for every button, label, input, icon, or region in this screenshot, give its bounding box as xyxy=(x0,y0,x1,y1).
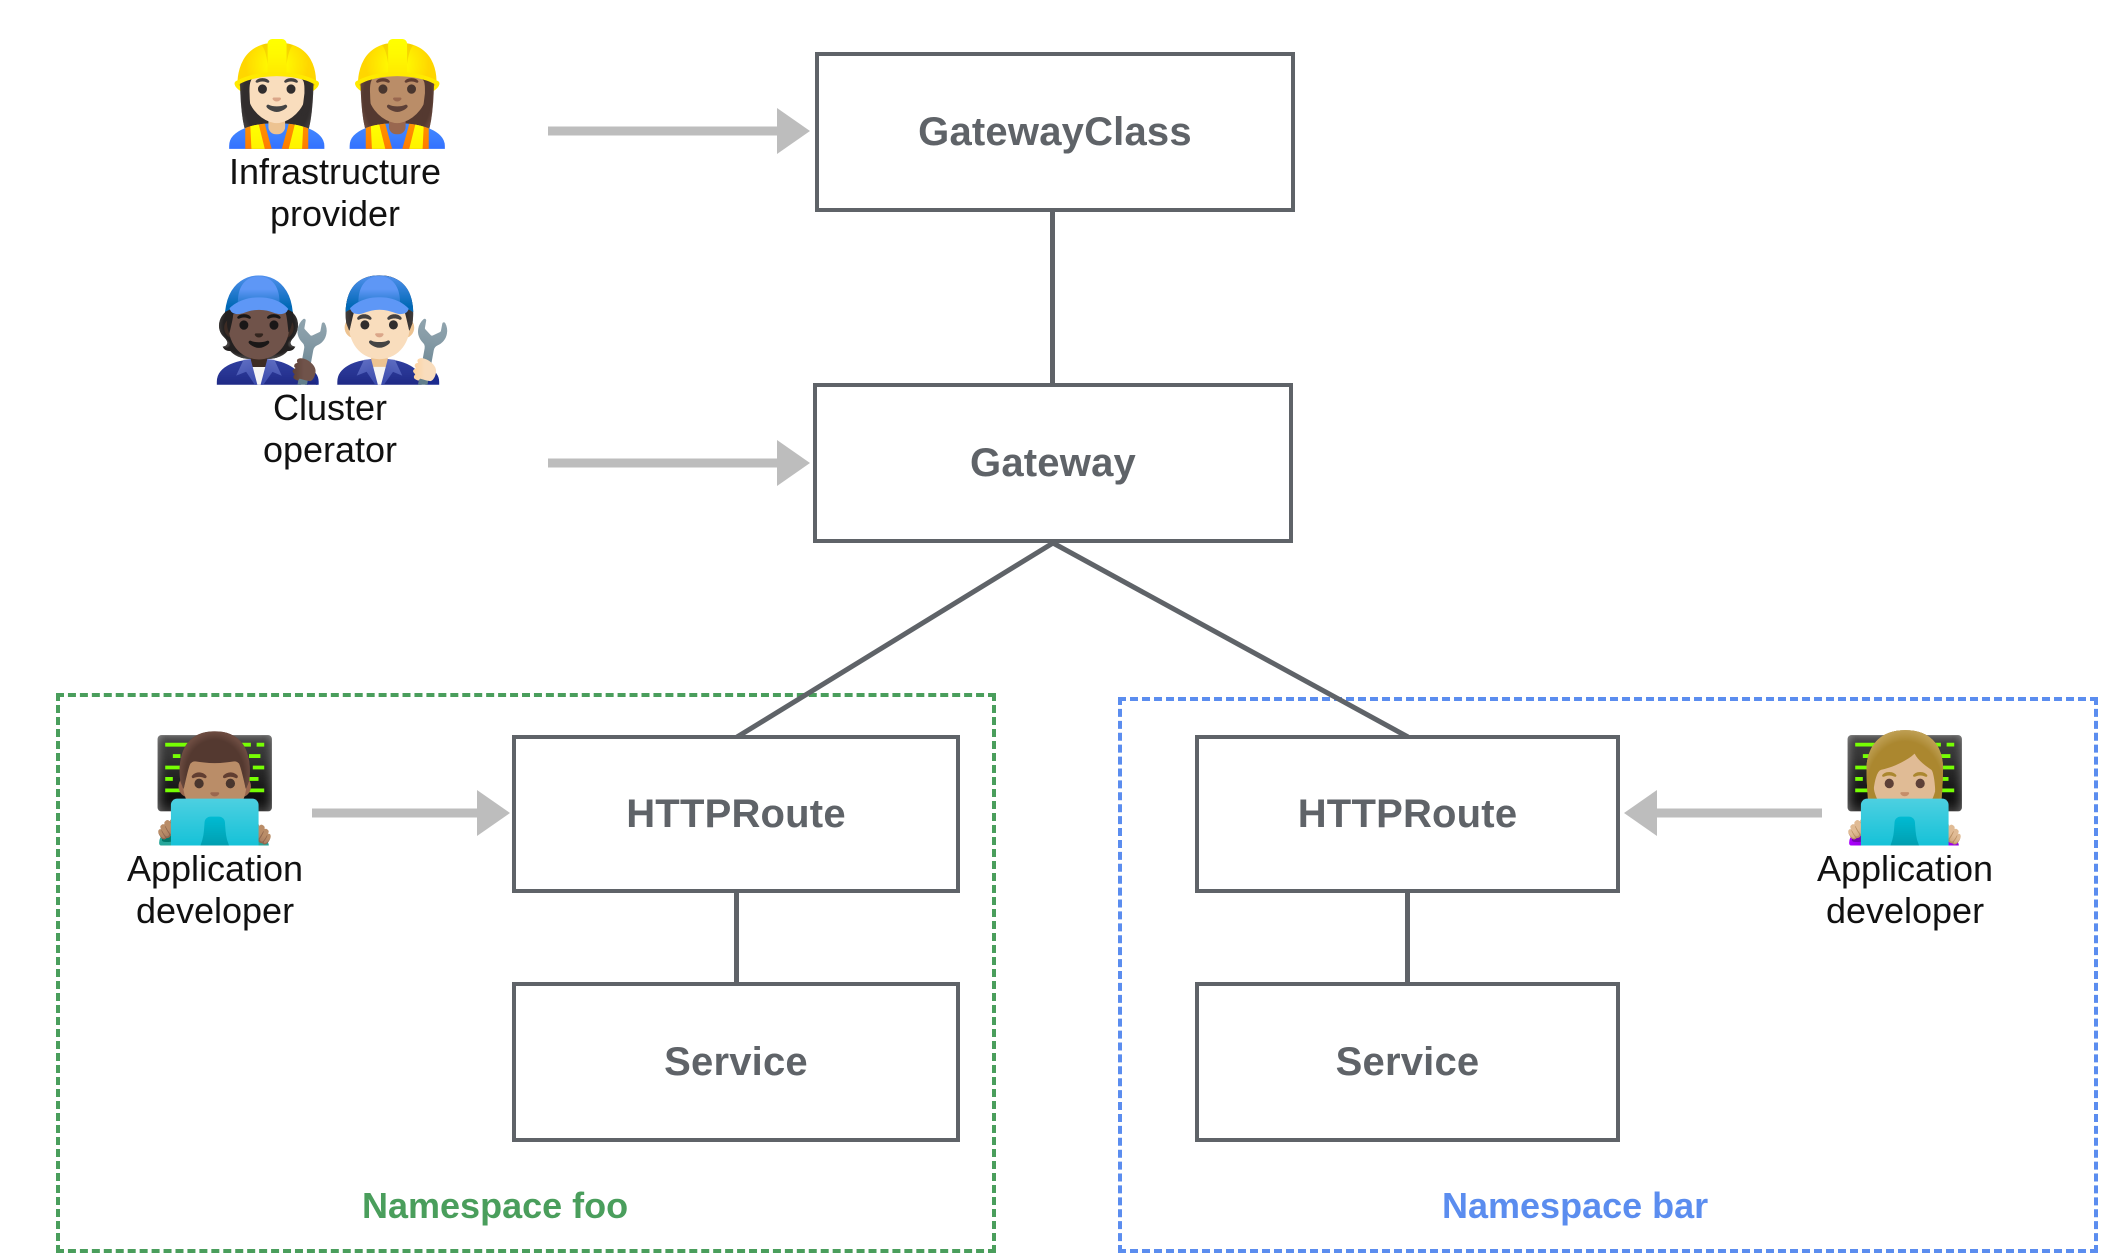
gateway-label: Gateway xyxy=(970,441,1136,485)
arrow-cluster-operator-to-gateway xyxy=(548,440,810,486)
persona-application-developer-foo: 👨🏽‍💻 Application developer xyxy=(100,731,330,932)
service-foo-label: Service xyxy=(664,1040,808,1084)
arrow-head-icon xyxy=(777,440,810,486)
persona-infrastructure-provider-label: Infrastructure provider xyxy=(228,151,442,234)
service-bar-box[interactable]: Service xyxy=(1195,982,1620,1142)
namespace-foo-label: Namespace foo xyxy=(362,1185,629,1226)
gatewayclass-to-gateway-line xyxy=(1050,208,1055,388)
arrow-infrastructure-provider-to-gatewayclass xyxy=(548,108,810,154)
gatewayclass-box[interactable]: GatewayClass xyxy=(815,52,1295,212)
arrow-head-icon xyxy=(777,108,810,154)
namespace-bar-label: Namespace bar xyxy=(1442,1185,1709,1226)
arrow-shaft xyxy=(548,458,780,468)
construction-workers-icon: 👷🏻‍♀️👷🏽‍♀️ xyxy=(214,38,459,150)
persona-application-developer-foo-label: Application developer xyxy=(126,848,304,931)
gatewayclass-label: GatewayClass xyxy=(918,110,1192,154)
namespace-bar-container xyxy=(1118,697,2098,1253)
persona-cluster-operator: 🧑🏿‍🔧👨🏻‍🔧 Cluster operator xyxy=(180,278,480,471)
persona-cluster-operator-label: Cluster operator xyxy=(262,387,398,470)
arrow-head-icon xyxy=(1624,790,1657,836)
httproute-foo-box[interactable]: HTTPRoute xyxy=(512,735,960,893)
arrow-application-developer-foo-to-httproute xyxy=(312,790,510,836)
httproute-bar-to-service-bar-line xyxy=(1405,889,1410,986)
arrow-shaft xyxy=(312,808,480,818)
httproute-bar-box[interactable]: HTTPRoute xyxy=(1195,735,1620,893)
woman-technologist-icon: 👩🏼‍💻 xyxy=(1840,731,1970,847)
mechanics-icon: 🧑🏿‍🔧👨🏻‍🔧 xyxy=(209,274,454,386)
persona-infrastructure-provider: 👷🏻‍♀️👷🏽‍♀️ Infrastructure provider xyxy=(185,42,485,235)
persona-application-developer-bar: 👩🏼‍💻 Application developer xyxy=(1790,731,2020,932)
namespace-foo-container xyxy=(56,693,996,1253)
arrow-shaft xyxy=(1654,808,1822,818)
arrow-head-icon xyxy=(477,790,510,836)
gateway-box[interactable]: Gateway xyxy=(813,383,1293,543)
arrow-application-developer-bar-to-httproute xyxy=(1624,790,1822,836)
httproute-foo-label: HTTPRoute xyxy=(626,792,846,836)
service-bar-label: Service xyxy=(1335,1040,1480,1084)
arrow-shaft xyxy=(548,126,780,136)
persona-application-developer-bar-label: Application developer xyxy=(1816,848,1994,931)
httproute-bar-label: HTTPRoute xyxy=(1297,792,1518,836)
service-foo-box[interactable]: Service xyxy=(512,982,960,1142)
httproute-foo-to-service-foo-line xyxy=(734,889,739,986)
man-technologist-icon: 👨🏽‍💻 xyxy=(150,731,280,847)
